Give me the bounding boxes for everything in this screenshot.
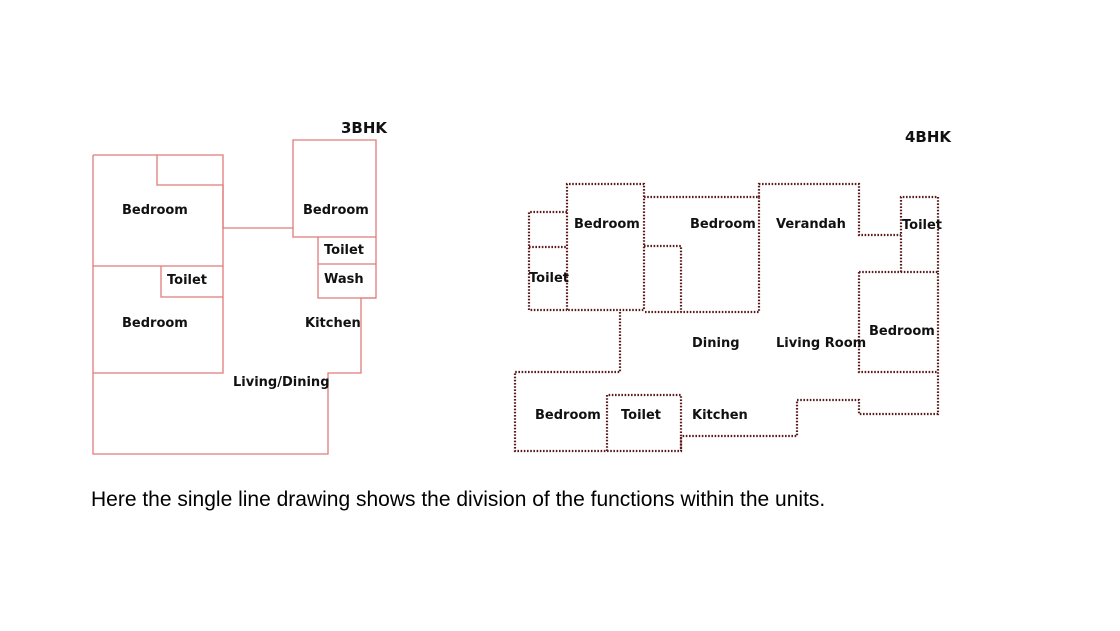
plan-4bhk	[513, 182, 940, 453]
plan-3bhk-wash-label: Wash	[324, 272, 364, 287]
plan-4bhk-bedroom-4-label: Bedroom	[535, 408, 601, 423]
plan-3bhk-bedroom2-wall	[93, 266, 224, 374]
plan-4bhk-bedroom-3-label: Bedroom	[869, 324, 935, 339]
plan-3bhk-bedroom3-wall	[292, 228, 376, 238]
caption-text: Here the single line drawing shows the d…	[91, 488, 826, 511]
plan-4bhk-lower-left-wall	[513, 312, 683, 453]
plan-3bhk-toilet-left-wall	[160, 266, 223, 298]
plan-3bhk-toilet-wash-wall	[317, 237, 376, 299]
plan-4bhk-toilet-top-right-label: Toilet	[902, 218, 942, 233]
plan-4bhk-verandah-wall	[757, 182, 901, 237]
plan-4bhk-bedroom3-wall	[681, 270, 940, 438]
plan-4bhk-toilet-left-label: Toilet	[529, 271, 569, 286]
plan-4bhk-toilet-left-wall	[527, 210, 567, 312]
plan-3bhk-living-dining-label: Living/Dining	[233, 375, 330, 390]
plan-3bhk-bedroom-bottom-left-label: Bedroom	[122, 316, 188, 331]
plan-4bhk-bedroom1-wall	[565, 182, 646, 312]
plan-4bhk-living-room-label: Living Room	[776, 336, 866, 351]
plan-3bhk-outline	[92, 139, 377, 455]
plan-4bhk-toilet-right-wall	[899, 195, 940, 272]
plan-4bhk-bedroom2-closet	[644, 244, 683, 312]
plan-3bhk-bedroom-top-left-label: Bedroom	[122, 203, 188, 218]
plan-4bhk-bedroom2-wall	[644, 195, 761, 314]
plan-4bhk-dining-label: Dining	[692, 336, 740, 351]
plan-4bhk-toilet-bottom-label: Toilet	[621, 408, 661, 423]
plan-4bhk-bedroom-1-label: Bedroom	[574, 217, 640, 232]
plan-4bhk-bedroom-2-label: Bedroom	[690, 217, 756, 232]
plan-3bhk-title: 3BHK	[341, 119, 388, 137]
plan-3bhk-toilet-left-label: Toilet	[167, 273, 207, 288]
plan-3bhk-toilet-right-label: Toilet	[324, 243, 364, 258]
plan-4bhk-kitchen-label: Kitchen	[692, 408, 748, 423]
plan-4bhk-bedroom3-inner	[857, 272, 938, 374]
plan-3bhk	[92, 139, 377, 455]
plan-4bhk-title: 4BHK	[905, 128, 952, 146]
plan-4bhk-toilet-bottom-wall	[605, 393, 683, 451]
plan-3bhk-kitchen-label: Kitchen	[305, 316, 361, 331]
plan-3bhk-bedroom1-wall	[93, 155, 224, 267]
plan-3bhk-bedroom-top-right-label: Bedroom	[303, 203, 369, 218]
plan-4bhk-verandah-label: Verandah	[776, 217, 846, 232]
